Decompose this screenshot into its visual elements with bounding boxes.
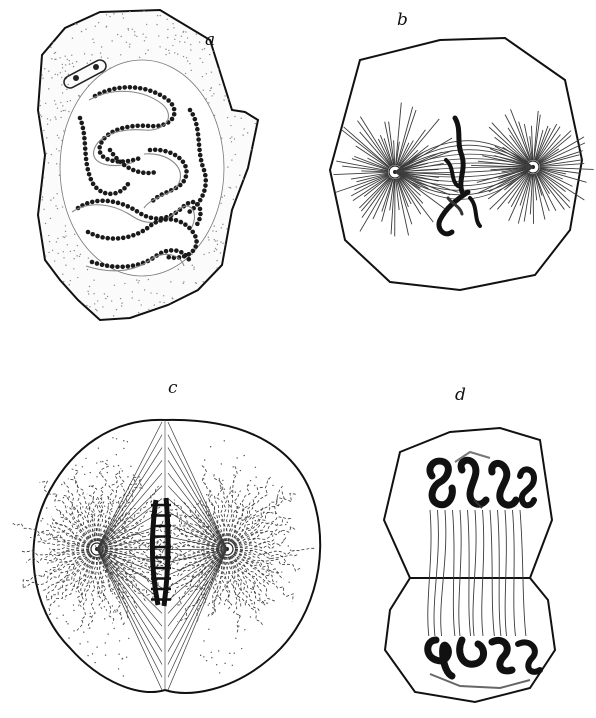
panel-a-nucleus: [60, 60, 224, 276]
panel-label-c: c: [168, 378, 178, 398]
panel-label-a: a: [205, 30, 215, 50]
panel-label-b: b: [397, 10, 408, 30]
panel-label-d: d: [455, 385, 466, 405]
panel-c-cell-outline: [33, 420, 320, 693]
panel-d-anaphase-cell: [384, 428, 555, 702]
panel-a-prophase-cell: [35, 7, 260, 323]
panel-c-metaphase-cell: [13, 420, 320, 693]
panel-d-lower-daughter-outline: [385, 578, 555, 702]
panel-b-prometaphase-cell: [330, 38, 594, 290]
